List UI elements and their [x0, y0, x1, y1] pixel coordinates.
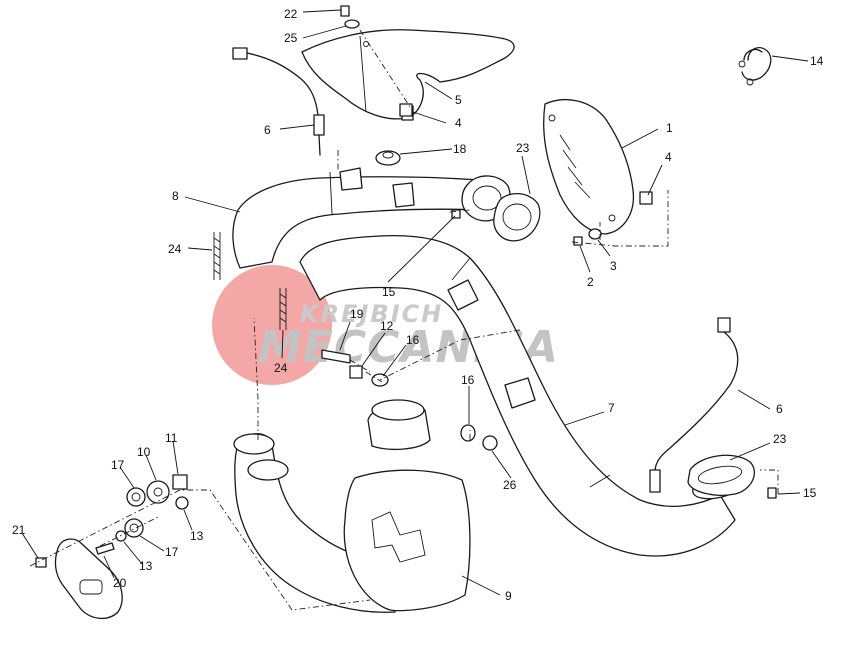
callout-20: 20 [113, 576, 127, 590]
callout-labels: 22 25 5 4 6 18 1 4 14 23 8 24 15 2 3 19 … [12, 7, 824, 603]
spacer-13-upper [175, 496, 189, 510]
washer-26 [482, 435, 498, 451]
header-pipe-front [232, 167, 489, 269]
washer-3 [588, 228, 602, 240]
bolt-15-lower [767, 487, 777, 499]
spring-middle [279, 288, 287, 330]
gasket-upper [461, 175, 541, 242]
clip-4-upper [399, 103, 413, 117]
callout-23-lower: 23 [773, 432, 787, 446]
callout-2: 2 [587, 275, 594, 289]
bolt-21 [35, 557, 47, 568]
mounting-bracket [54, 538, 123, 619]
callout-4-upper: 4 [455, 116, 462, 130]
grommet [375, 150, 401, 166]
callout-22: 22 [284, 7, 298, 21]
callout-17-lower: 17 [165, 545, 179, 559]
callout-6-upper: 6 [264, 123, 271, 137]
callout-24-middle: 24 [274, 361, 288, 375]
washer-25 [344, 19, 360, 29]
bolt-19 [321, 349, 351, 364]
clip-4-rear [639, 191, 653, 205]
callout-6-lower: 6 [776, 402, 783, 416]
callout-9: 9 [505, 589, 512, 603]
callout-7: 7 [608, 401, 615, 415]
callout-17-upper: 17 [111, 458, 125, 472]
nut-12 [349, 365, 363, 379]
callout-11: 11 [165, 431, 178, 445]
bolt-15-upper [451, 209, 461, 219]
bolt-22 [340, 5, 350, 17]
callout-1: 1 [666, 121, 673, 135]
callout-4-rear: 4 [665, 150, 672, 164]
heat-shield-rear [543, 98, 635, 235]
assembly-lines [29, 29, 779, 611]
callout-21: 21 [12, 523, 26, 537]
callout-18: 18 [453, 142, 467, 156]
gear-17-upper [126, 487, 146, 507]
lambda-sensor-lower [649, 317, 739, 493]
callout-14: 14 [810, 54, 824, 68]
gear-10 [146, 480, 170, 504]
callout-5: 5 [455, 93, 462, 107]
spring-left [213, 232, 221, 280]
bolt-2 [573, 236, 583, 246]
callout-19: 19 [350, 307, 364, 321]
watermark-logo-circle [212, 265, 332, 385]
gear-17-lower [124, 518, 144, 538]
callout-13-upper: 13 [190, 529, 204, 543]
callout-26: 26 [503, 478, 517, 492]
gasket-lower [687, 454, 755, 496]
callout-23-upper: 23 [516, 141, 530, 155]
leader-lines [21, 9, 809, 596]
callout-16-right: 16 [461, 373, 475, 387]
watermark: KREJBICH MECCANICA [212, 265, 558, 385]
callout-15-lower: 15 [803, 486, 817, 500]
clamp [738, 46, 772, 86]
callout-8: 8 [172, 189, 179, 203]
callout-24-left: 24 [168, 242, 182, 256]
callout-12: 12 [380, 319, 394, 333]
callout-16-left: 16 [406, 333, 420, 347]
callout-3: 3 [610, 259, 617, 273]
callout-13-lower: 13 [139, 559, 153, 573]
lambda-sensor-upper [232, 47, 325, 156]
washer-16-right [460, 424, 476, 442]
callout-25: 25 [284, 31, 298, 45]
bolt-20 [95, 542, 115, 555]
watermark-line1: KREJBICH [300, 300, 443, 328]
callout-15-upper: 15 [382, 285, 396, 299]
muffler [233, 399, 471, 613]
callout-10: 10 [137, 445, 151, 459]
bushing-11 [172, 474, 188, 490]
